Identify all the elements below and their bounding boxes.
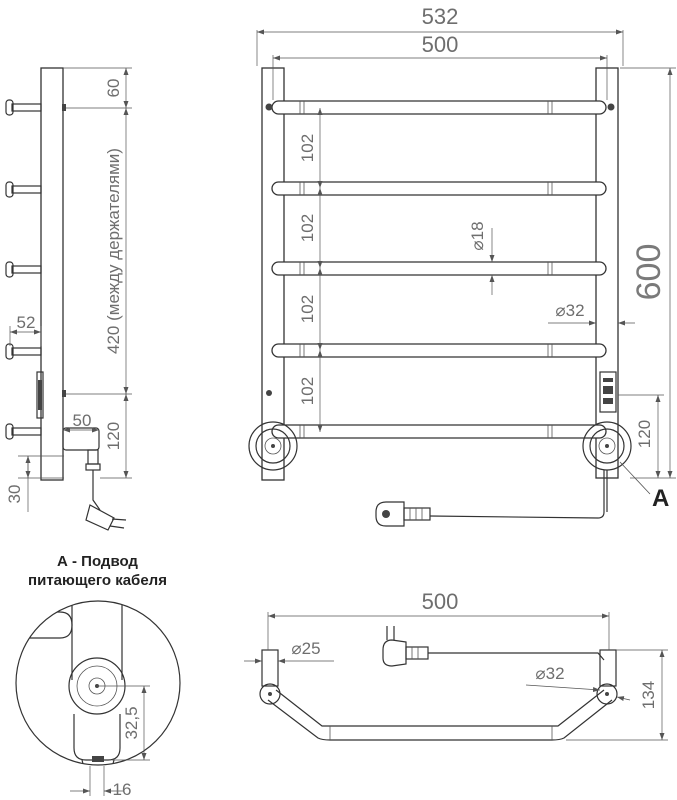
dim-overall-width: 532: [422, 4, 459, 29]
callout-a: A: [652, 485, 669, 512]
cable-bracket: [62, 427, 100, 451]
dim-spacing-3: 102: [298, 295, 317, 323]
side-view: 60 420 (между держателями) 120 52 50 30: [5, 67, 132, 531]
rung-5: [271, 424, 607, 439]
detail-caption-line-1: А - Подвод: [57, 553, 138, 570]
dim-top-offset: 60: [104, 79, 123, 98]
rung-3: [271, 261, 607, 276]
front-view: 532 500 600 102 102 102 102 ⌀18 ⌀32 120: [248, 4, 676, 527]
side-plug-icon: [85, 504, 127, 531]
detail-caption-line-2: питающего кабеля: [28, 572, 167, 589]
top-view: 500 ⌀25 ⌀32 134: [244, 589, 668, 741]
dim-detail-vertical: 32,5: [122, 706, 141, 739]
side-post: [40, 67, 64, 481]
dim-bracket-diameter: ⌀25: [291, 639, 320, 658]
dim-height: 600: [630, 244, 668, 301]
dim-inner-width: 500: [422, 32, 459, 57]
detail-a: 32,5 16: [15, 600, 181, 799]
dim-side-bottom-height: 120: [104, 422, 123, 450]
dim-top-depth: 134: [639, 681, 658, 709]
dim-top-width: 500: [422, 589, 459, 614]
rung-1: [271, 100, 607, 115]
dim-spacing-1: 102: [298, 134, 317, 162]
dim-cable-offset: 50: [73, 411, 92, 430]
dim-rung-diameter: ⌀18: [468, 221, 487, 250]
top-right-bracket: [599, 649, 617, 687]
power-plug-icon: [375, 501, 431, 527]
switch-box: [599, 371, 617, 413]
dim-bottom-height: 120: [635, 420, 654, 448]
dim-detail-horizontal: 16: [113, 780, 132, 799]
power-cable: [429, 470, 605, 519]
rung-2: [271, 181, 607, 196]
left-flange: [248, 421, 298, 471]
dim-spacing-2: 102: [298, 214, 317, 242]
dim-post-diameter: ⌀32: [555, 301, 584, 320]
rungs: [271, 100, 607, 439]
dim-top-post-diameter: ⌀32: [535, 664, 564, 683]
dim-depth: 52: [17, 313, 36, 332]
wall-holders: [5, 99, 42, 440]
dim-base-drop: 30: [5, 485, 24, 504]
dim-holder-span: 420 (между держателями): [104, 148, 123, 354]
dim-spacing-4: 102: [298, 377, 317, 405]
top-plug-icon: [382, 626, 429, 667]
rung-4: [271, 343, 607, 358]
detail-circle: [15, 600, 181, 766]
top-left-bracket: [261, 649, 279, 687]
